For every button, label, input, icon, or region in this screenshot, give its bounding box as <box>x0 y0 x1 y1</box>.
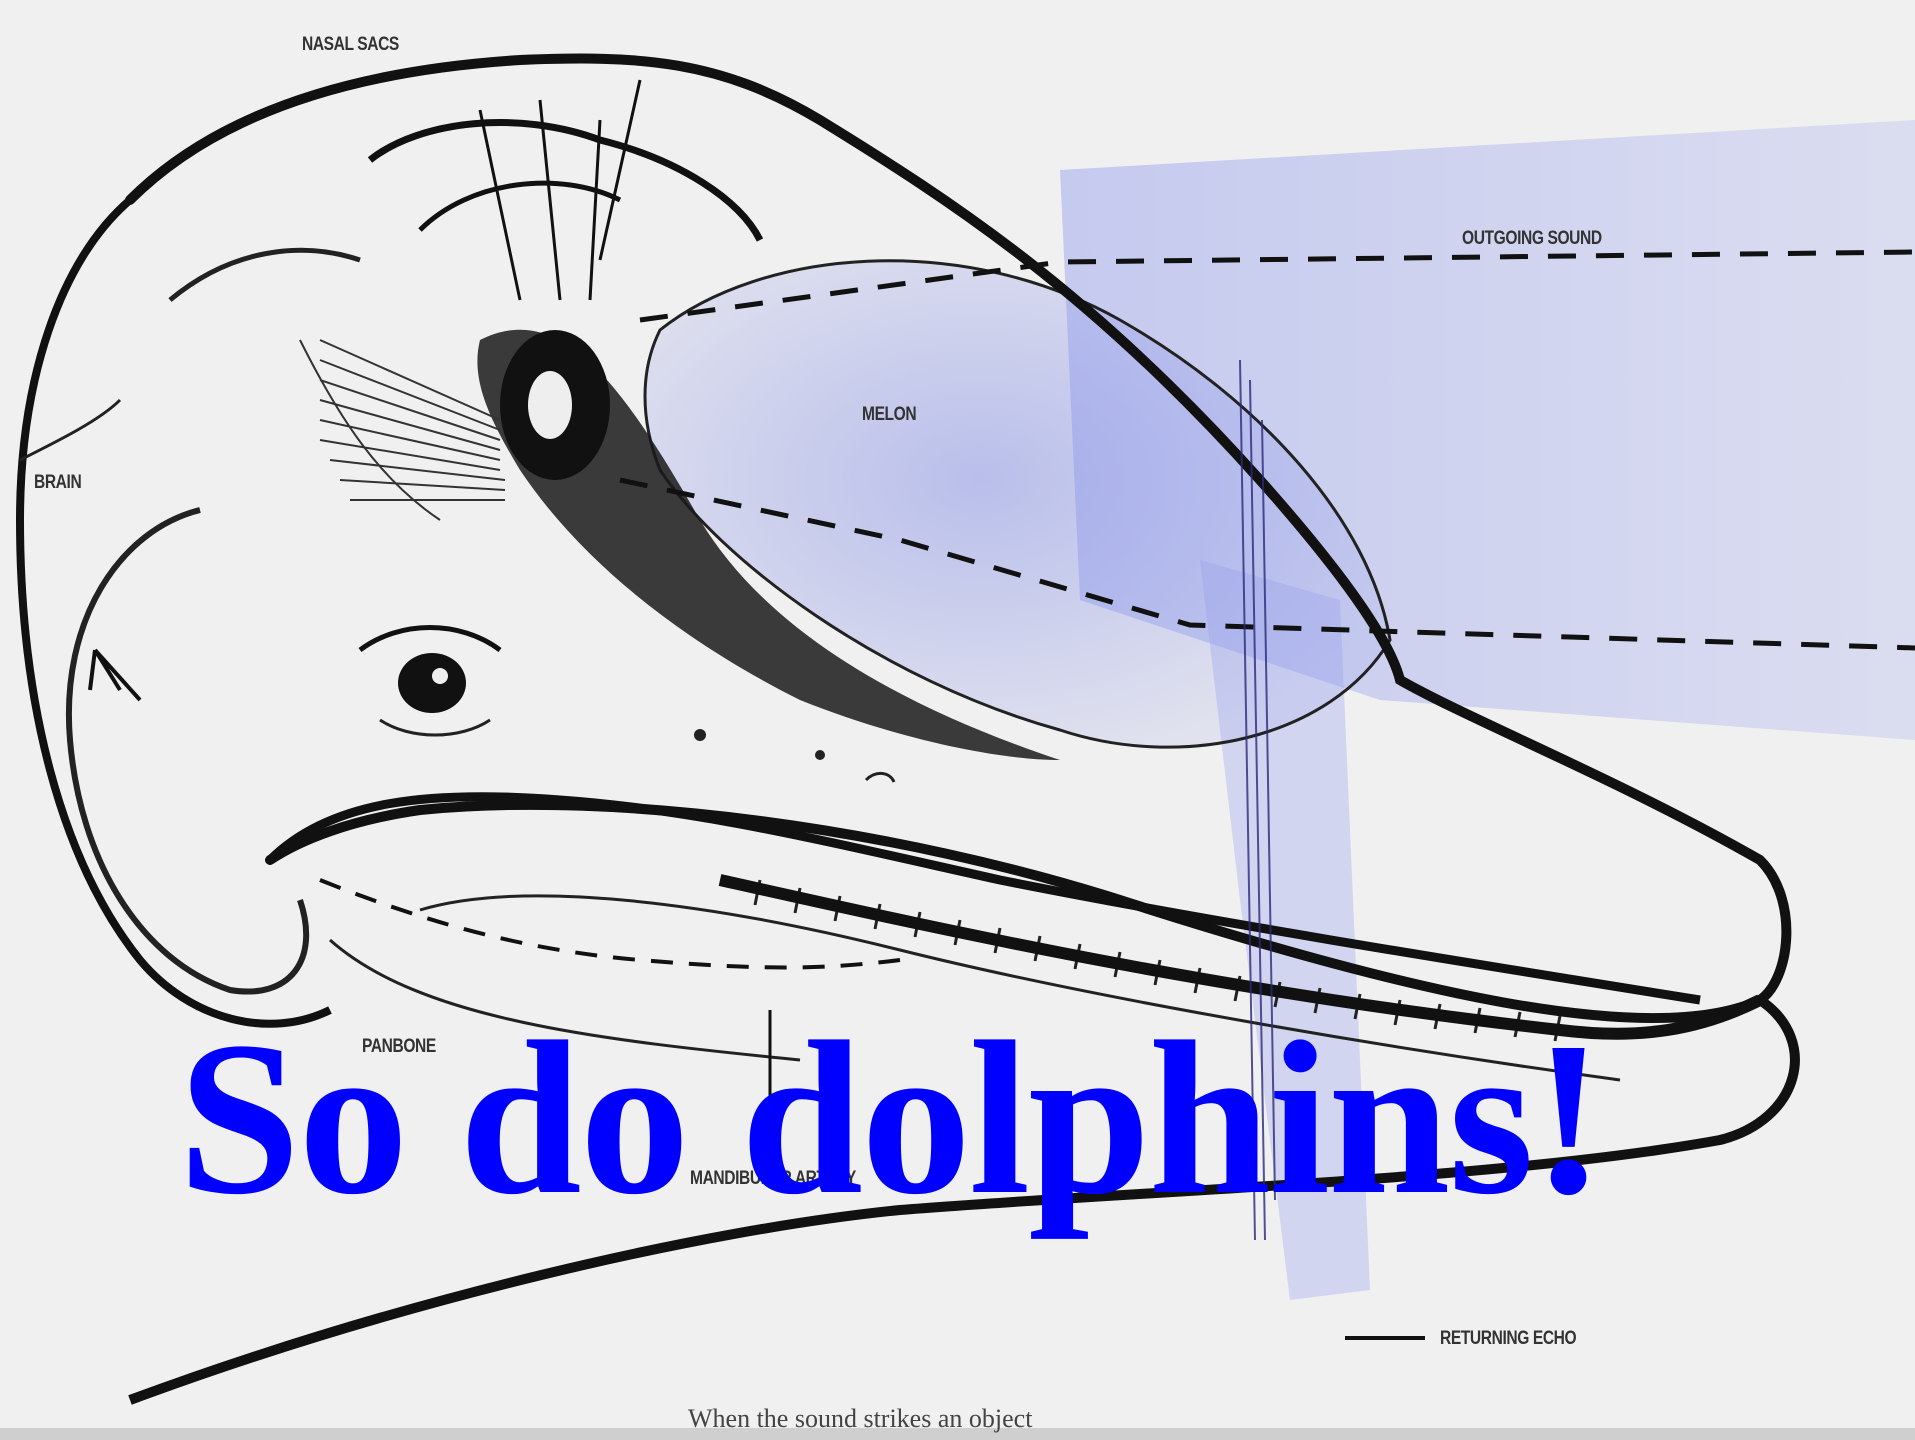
skull-outline <box>20 200 330 1024</box>
label-nasal-sacs: NASAL SACS <box>302 34 399 56</box>
fan-structure <box>300 340 505 520</box>
label-returning-echo: RETURNING ECHO <box>1440 1328 1576 1350</box>
jaw-dashes <box>320 880 900 968</box>
bottom-caption: When the sound strikes an object <box>688 1404 1032 1434</box>
brain-outline <box>69 510 306 992</box>
slide-headline: So do dolphins! <box>178 1008 1603 1228</box>
eye <box>398 653 466 713</box>
label-brain: BRAIN <box>34 472 81 494</box>
label-melon: MELON <box>862 404 916 426</box>
label-outgoing-sound: OUTGOING SOUND <box>1462 228 1602 250</box>
